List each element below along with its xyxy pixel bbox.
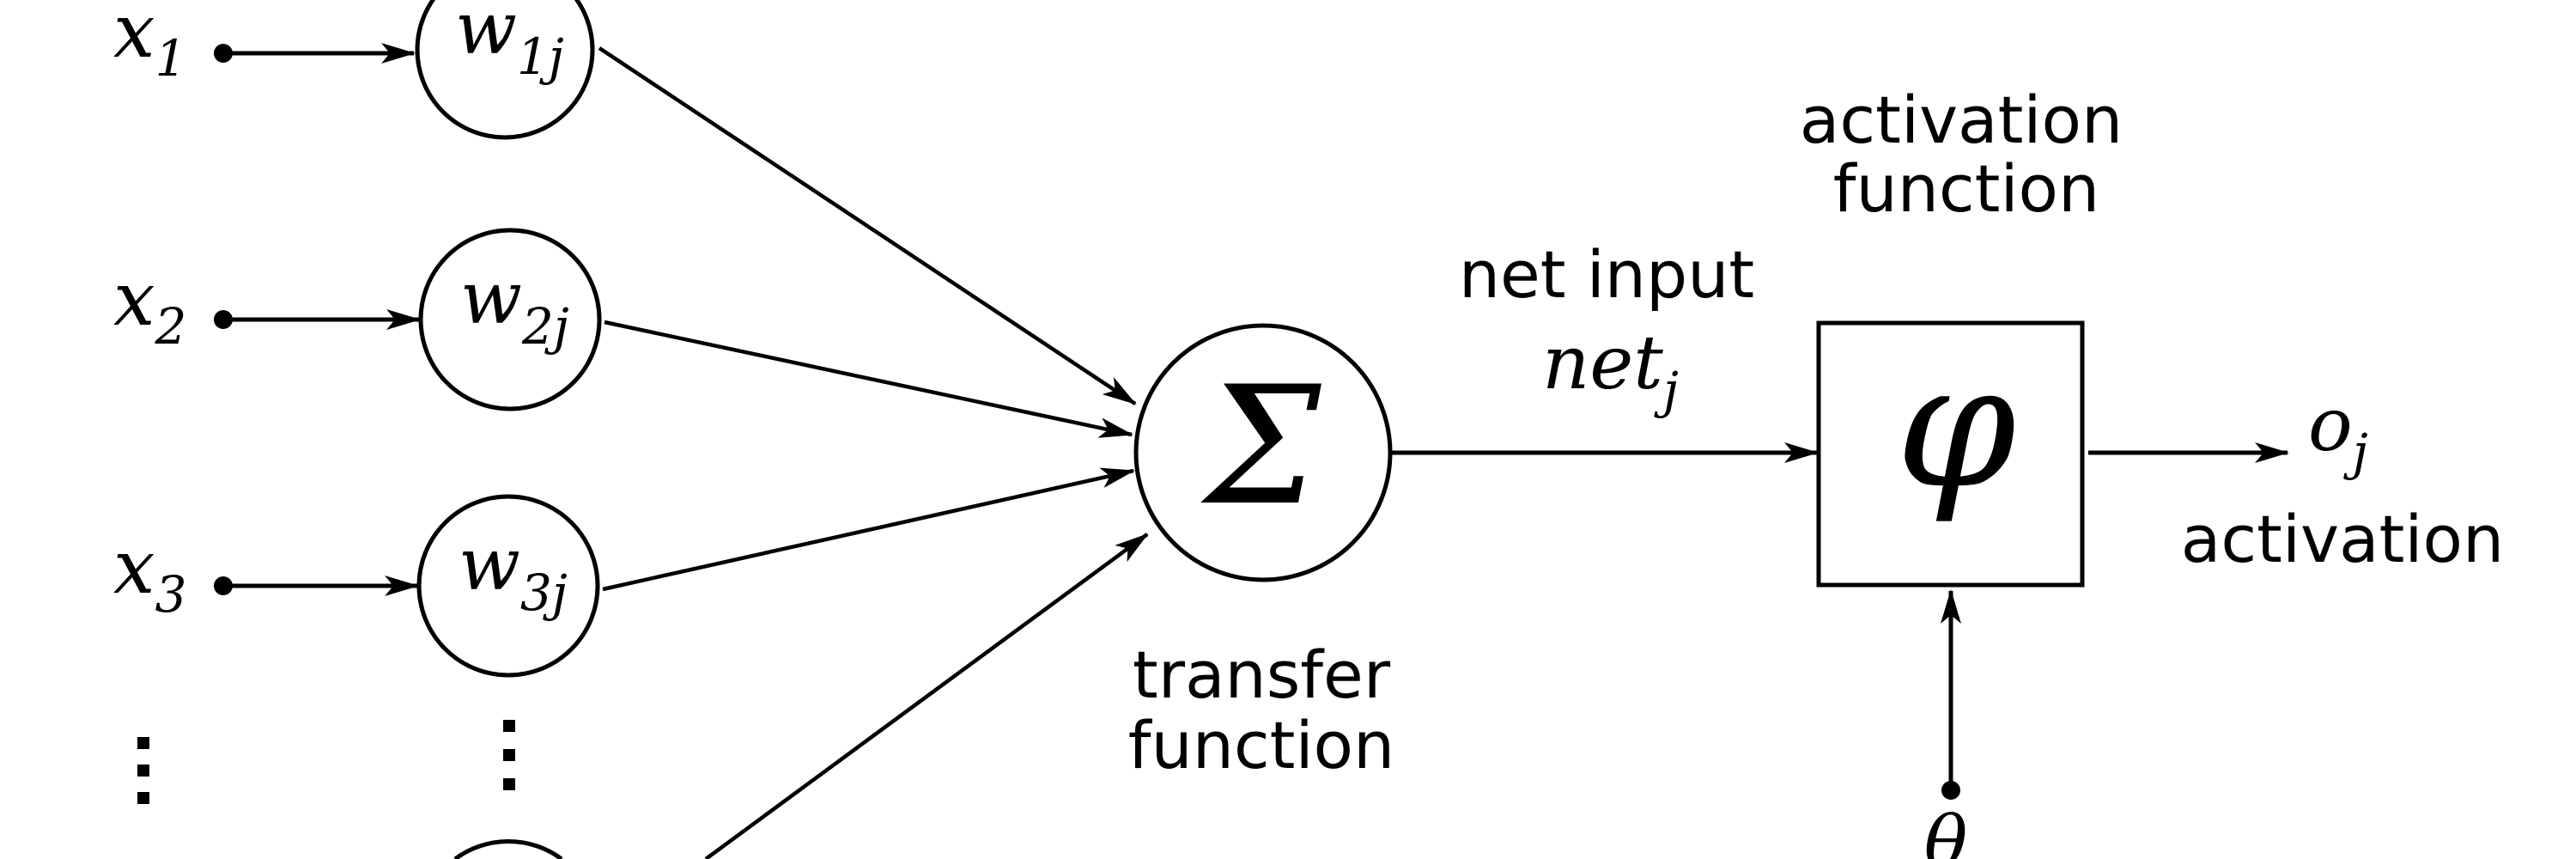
- weight-w1j-label: w1j: [455, 0, 564, 86]
- transfer-function-label-line2: function: [1128, 707, 1394, 783]
- activation-function-symbol: φ: [1896, 326, 2016, 527]
- input-x3-label: x3: [113, 525, 186, 624]
- weight-w3j-node: [416, 494, 600, 678]
- summation-symbol: Σ: [1200, 351, 1322, 541]
- weight-w2j-label: w2j: [460, 256, 569, 356]
- weight-w1j-node: [415, 0, 595, 140]
- input-x1-label: x1: [113, 0, 186, 88]
- output-activation-label: activation: [2181, 501, 2504, 577]
- weight-w3j-label: w3j: [459, 522, 568, 622]
- activation-function-label-line2: function: [1833, 150, 2099, 227]
- activation-function-box: [1816, 320, 2085, 588]
- transfer-function-label-line1: transfer: [1133, 637, 1391, 713]
- activation-function-label-line1: activation: [1800, 82, 2123, 158]
- input-x2-label: x2: [113, 257, 186, 356]
- threshold-symbol: θ: [1924, 801, 1968, 859]
- connection-wnj-to-sum: [704, 533, 1149, 859]
- input-ellipsis: [137, 737, 149, 804]
- weight-wnj-node-partial: [453, 839, 563, 859]
- weight-ellipsis: [503, 720, 515, 790]
- summation-node: [1133, 323, 1393, 582]
- connection-w3j-to-sum: [602, 467, 1135, 592]
- threshold-dot: [1941, 781, 1960, 800]
- net-input-symbol: netj: [1542, 320, 1679, 419]
- net-input-label: net input: [1459, 236, 1754, 313]
- weight-w2j-node: [418, 228, 602, 411]
- connection-w2j-to-sum: [604, 320, 1133, 438]
- output-symbol: oj: [2308, 382, 2368, 481]
- connection-w1j-to-sum: [598, 46, 1137, 405]
